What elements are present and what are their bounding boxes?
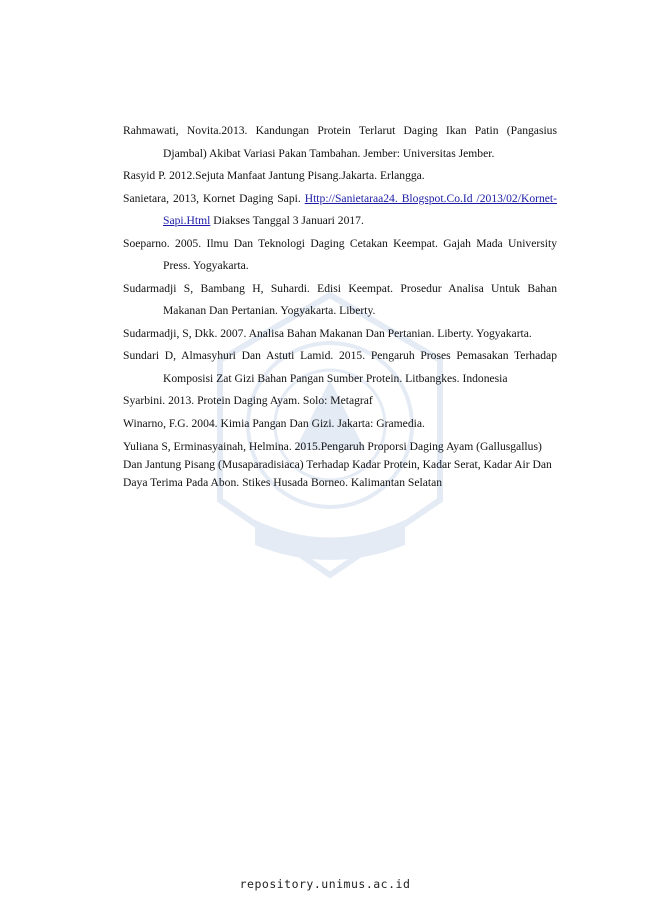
reference-entry: Sudarmadji, S, Dkk. 2007. Analisa Bahan … [123,326,532,340]
reference-entry: Soeparno. 2005. Ilmu Dan Teknologi Dagin… [123,236,557,273]
reference-list: Rahmawati, Novita.2013. Kandungan Protei… [123,120,557,492]
university-seal-watermark [217,291,443,579]
reference-entry: Sanietara, 2013, Kornet Daging Sapi. Htt… [123,191,558,228]
reference-entry: Yuliana S, Erminasyainah, Helmina. 2015.… [123,440,552,489]
reference-link[interactable]: Http://Sanietaraa24. Blogspot.Co.Id /201… [163,191,558,228]
reference-entry: Winarno, F.G. 2004. Kimia Pangan Dan Giz… [123,416,425,430]
reference-entry: Syarbini. 2013. Protein Daging Ayam. Sol… [123,394,373,407]
reference-entry: Rahmawati, Novita.2013. Kandungan Protei… [123,124,557,160]
reference-entry: Sundari D, Almasyhuri Dan Astuti Lamid. … [123,349,557,385]
reference-entry: Rasyid P. 2012.Sejuta Manfaat Jantung Pi… [123,169,425,182]
reference-entry: Sudarmadji S, Bambang H, Suhardi. Edisi … [123,281,557,318]
repository-footer: repository.unimus.ac.id [239,877,411,891]
